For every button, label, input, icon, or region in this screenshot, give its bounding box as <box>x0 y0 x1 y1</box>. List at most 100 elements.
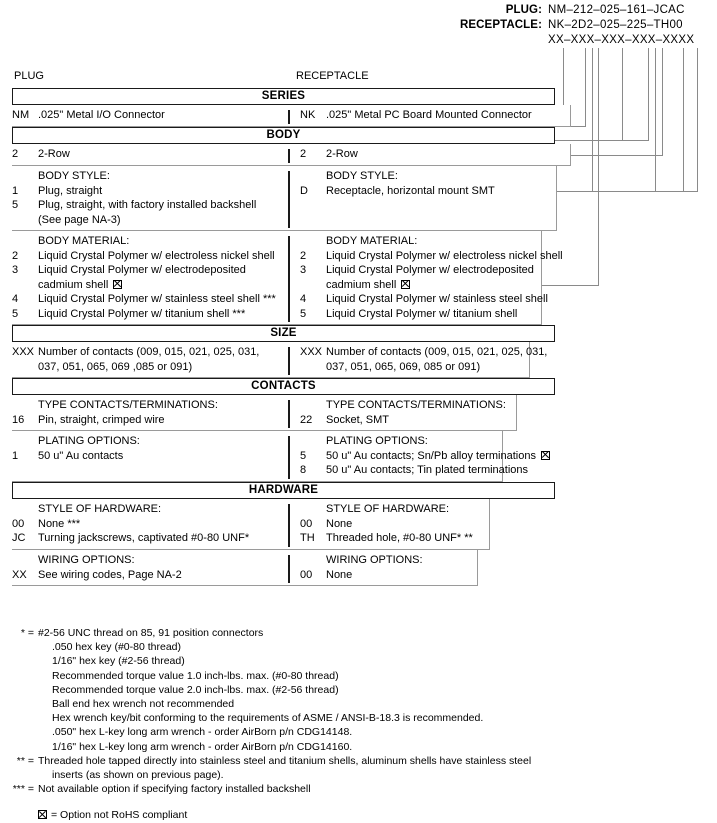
footnote-subline: Recommended torque value 1.0 inch-lbs. m… <box>52 669 339 682</box>
option-group-title: BODY STYLE: <box>38 170 110 182</box>
option-code: 00 <box>12 517 25 530</box>
footnote: *** =Not available option if specifying … <box>0 782 620 796</box>
option-code: NM <box>12 109 30 121</box>
leader-line-horizontal <box>571 126 585 127</box>
option-row[interactable]: NK.025" Metal PC Board Mounted Connector <box>300 108 580 123</box>
part-number-mask: XX–XXX–XXX–XXX–XXXX <box>548 34 695 46</box>
option-text: Number of contacts (009, 015, 021, 025, … <box>38 346 260 358</box>
leader-line <box>697 48 698 192</box>
part-number-header: PLUG: NM–212–025–161–JCAC RECEPTACLE: NK… <box>0 4 717 52</box>
leader-line <box>648 48 649 141</box>
footnote-spacer <box>0 796 620 808</box>
receptacle-column-cell: NK.025" Metal PC Board Mounted Connector <box>300 108 580 123</box>
receptacle-column-cell: 2 2-Row <box>300 147 580 162</box>
column-divider <box>288 347 290 375</box>
option-group-title: BODY STYLE: <box>326 170 398 182</box>
option-group-title: WIRING OPTIONS: <box>38 554 135 566</box>
option-code: 2 <box>300 148 307 160</box>
part-number-plug-row: PLUG: NM–212–025–161–JCAC <box>0 4 713 19</box>
plug-label: PLUG: <box>505 4 542 16</box>
footnote-subline: .050" hex L-key long arm wrench - order … <box>52 726 353 739</box>
option-text: None <box>326 517 353 530</box>
option-row[interactable]: NM.025" Metal I/O Connector <box>12 108 288 123</box>
option-text: Turning jackscrews, captivated #0-80 UNF… <box>38 532 250 544</box>
section-header-size: SIZE <box>12 325 555 342</box>
footnotes: * =#2-56 UNC thread on 85, 91 position c… <box>0 626 620 823</box>
option-text: None *** <box>38 517 81 530</box>
leader-line <box>655 48 656 192</box>
part-number-mask-row: XX–XXX–XXX–XXX–XXXX <box>0 34 713 49</box>
option-code: XXX <box>300 346 323 358</box>
option-text: Liquid Crystal Polymer w/ electrodeposit… <box>326 264 534 276</box>
leader-line-horizontal <box>478 191 697 192</box>
option-text-continued: 037, 051, 065, 069 ,085 or 091) <box>38 360 193 373</box>
column-divider <box>288 504 290 547</box>
option-text: Liquid Crystal Polymer w/ electroless ni… <box>38 249 275 262</box>
option-group-title: WIRING OPTIONS: <box>326 554 423 566</box>
option-text: Liquid Crystal Polymer w/ titanium shell <box>326 307 518 320</box>
column-divider <box>288 110 290 124</box>
option-text: Plug, straight, with factory installed b… <box>38 199 257 211</box>
option-code: NK <box>300 109 316 121</box>
option-group-title: PLATING OPTIONS: <box>38 435 140 447</box>
footnote-subline: 1/16" hex L-key long arm wrench - order … <box>52 740 353 753</box>
leader-line <box>662 48 663 156</box>
option-text: Threaded hole, #0-80 UNF* ** <box>326 532 473 544</box>
option-text: Liquid Crystal Polymer w/ titanium shell… <box>38 307 246 320</box>
option-row[interactable]: 5 Liquid Crystal Polymer w/ titanium shel… <box>300 307 580 322</box>
footnote-text: Not available option if specifying facto… <box>38 783 311 796</box>
leader-line <box>622 48 623 141</box>
footnote-subline: Ball end hex wrench not recommended <box>52 698 235 711</box>
option-text-continued: cadmium shell <box>300 278 580 293</box>
option-text-continued: 037, 051, 065, 069, 085 or 091) <box>326 360 481 373</box>
rohs-not-compliant-icon <box>540 450 550 460</box>
option-row[interactable]: 00 None *** <box>12 517 288 532</box>
option-text: 2-Row <box>326 148 358 160</box>
receptacle-label: RECEPTACLE: <box>459 19 542 31</box>
footnote: ** =Threaded hole tapped directly into s… <box>0 754 620 768</box>
option-group-title: BODY MATERIAL: <box>326 235 418 247</box>
column-divider <box>288 436 290 479</box>
option-code: XXX <box>12 346 35 358</box>
footnote-subline: Recommended torque value 2.0 inch-lbs. m… <box>52 683 339 696</box>
option-row[interactable]: 2 2-Row <box>300 147 580 162</box>
option-group-title: STYLE OF HARDWARE: <box>38 503 162 515</box>
option-group-title: TYPE CONTACTS/TERMINATIONS: <box>326 399 506 411</box>
option-code: 5 <box>300 307 307 320</box>
